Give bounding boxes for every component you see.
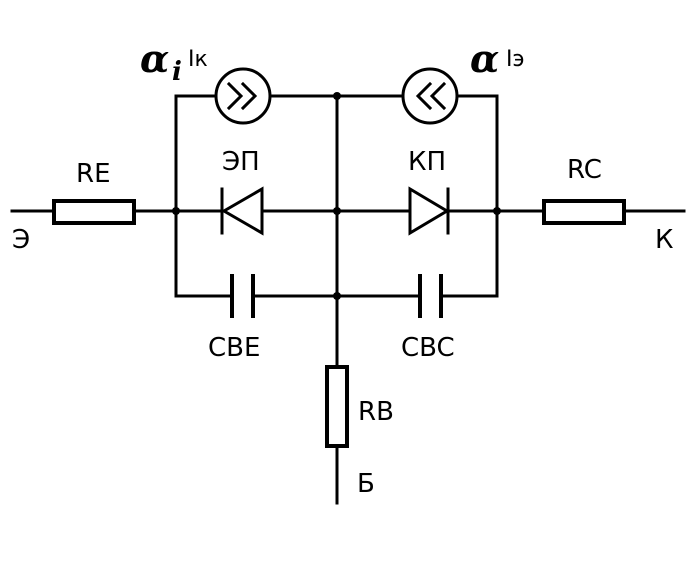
label-collector-terminal: К [655,225,673,255]
junction-dot-bottom-center [333,292,341,300]
capacitor-cbe [230,274,255,318]
resistor-rc [542,199,626,225]
top-loop [174,94,499,298]
current-source-left [214,67,272,125]
source-left-chevron-1 [226,81,244,111]
label-collector-junction: КП [408,147,446,177]
current-source-right [401,67,459,125]
label-rb: RB [358,397,394,427]
label-source-left-current: Iк [188,47,208,72]
diode-emitter-junction [220,186,264,236]
junction-dot-right [493,207,501,215]
source-left-chevron-2 [240,81,258,111]
diode-kp-triangle [408,186,450,236]
label-rc: RC [567,155,602,185]
label-source-right-alpha: α [470,36,499,81]
junction-dot-center [333,207,341,215]
label-emitter-terminal: Э [12,225,30,255]
diode-collector-junction [408,186,450,236]
label-cbc: CBC [401,333,455,363]
label-base-terminal: Б [357,469,375,499]
label-source-left-alpha: α [140,36,169,81]
diode-ep-triangle [221,186,264,236]
junction-dot-left [172,207,180,215]
base-branch [325,294,349,505]
label-source-right-current: Iэ [506,47,525,72]
source-right-circle [401,67,459,125]
junction-dot-top-center [333,92,341,100]
resistor-re [52,199,136,225]
label-emitter-junction: ЭП [222,147,260,177]
source-right-chevron-1 [415,81,433,111]
junction-dots [172,92,501,300]
label-cbe: CBE [208,333,260,363]
source-right-chevron-2 [429,81,447,111]
capacitor-cbc [418,274,443,318]
label-source-left-sub: i [172,57,182,87]
label-re: RE [76,159,111,189]
resistor-rb [325,365,349,448]
source-left-circle [214,67,272,125]
